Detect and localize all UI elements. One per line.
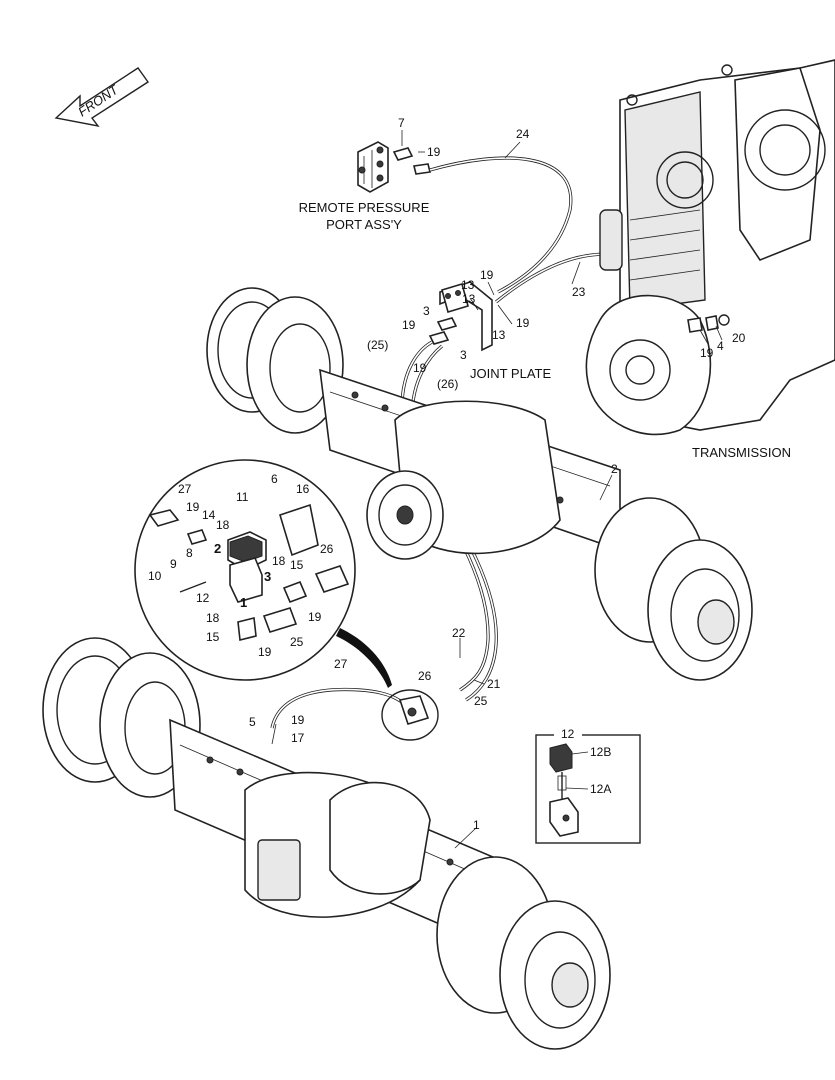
callout-21: 21 <box>487 677 501 691</box>
callouts: 7 19 24 19 13 13 19 13 19 3 (25) 19 3 (2… <box>148 116 746 832</box>
callout-27: 27 <box>334 657 348 671</box>
callout-1: 1 <box>473 818 480 832</box>
axle-solenoid-assembly <box>381 689 439 741</box>
front-arrow: FRONT <box>54 67 149 128</box>
callout-25: 25 <box>290 635 304 649</box>
remote-pressure-port-label-2: PORT ASS'Y <box>326 217 402 232</box>
callout-18: 18 <box>216 518 230 532</box>
callout-3: 3 <box>460 348 467 362</box>
callout-19: 19 <box>258 645 272 659</box>
callout-6: 6 <box>271 472 278 486</box>
callout-19: 19 <box>186 500 200 514</box>
callout-20: 20 <box>732 331 746 345</box>
callout-18: 18 <box>272 554 286 568</box>
callout-26-ref: (26) <box>437 377 458 391</box>
callout-24: 24 <box>516 127 530 141</box>
front-axle <box>42 637 611 1050</box>
rear-axle <box>206 287 753 681</box>
callout-port-1: 1 <box>240 595 247 610</box>
callout-15: 15 <box>206 630 220 644</box>
joint-plate <box>428 281 493 352</box>
callout-25: 25 <box>474 694 488 708</box>
callout-4: 4 <box>717 339 724 353</box>
callout-2: 2 <box>611 462 618 476</box>
callout-19: 19 <box>308 610 322 624</box>
callout-25-ref: (25) <box>367 338 388 352</box>
transmission <box>585 59 835 436</box>
callout-17: 17 <box>291 731 305 745</box>
callout-27: 27 <box>178 482 192 496</box>
callout-12: 12 <box>196 591 210 605</box>
callout-26: 26 <box>320 542 334 556</box>
callout-14: 14 <box>202 508 216 522</box>
hose-27 <box>270 687 411 729</box>
callout-16: 16 <box>296 482 310 496</box>
callout-10: 10 <box>148 569 162 583</box>
callout-8: 8 <box>186 546 193 560</box>
remote-pressure-port-assembly <box>357 141 431 193</box>
callout-26: 26 <box>418 669 432 683</box>
callout-19: 19 <box>516 316 530 330</box>
callout-22: 22 <box>452 626 466 640</box>
callout-13: 13 <box>461 278 475 292</box>
callout-19: 19 <box>480 268 494 282</box>
callout-19: 19 <box>427 145 441 159</box>
remote-pressure-port-label-1: REMOTE PRESSURE <box>299 200 430 215</box>
detail-circle <box>134 459 392 688</box>
inset-12 <box>535 728 641 844</box>
callout-3: 3 <box>423 304 430 318</box>
callout-19: 19 <box>413 361 427 375</box>
callout-port-2: 2 <box>214 541 221 556</box>
callout-23: 23 <box>572 285 586 299</box>
callout-5: 5 <box>249 715 256 729</box>
callout-19: 19 <box>700 346 714 360</box>
transmission-label: TRANSMISSION <box>692 445 791 460</box>
joint-plate-label: JOINT PLATE <box>470 366 551 381</box>
leader-lines <box>271 130 723 849</box>
inset-item-12a: 12A <box>590 782 611 796</box>
callout-11: 11 <box>236 490 249 504</box>
callout-18: 18 <box>206 611 220 625</box>
callout-15: 15 <box>290 558 304 572</box>
callout-7: 7 <box>398 116 405 130</box>
inset-item-12b: 12B <box>590 745 611 759</box>
callout-9: 9 <box>170 557 177 571</box>
hose-24 <box>429 156 573 294</box>
callout-port-3: 3 <box>264 569 271 584</box>
callout-13: 13 <box>462 292 476 306</box>
inset-title: 12 <box>561 727 575 741</box>
callout-19: 19 <box>291 713 305 727</box>
callout-19: 19 <box>402 318 416 332</box>
callout-13: 13 <box>492 328 506 342</box>
